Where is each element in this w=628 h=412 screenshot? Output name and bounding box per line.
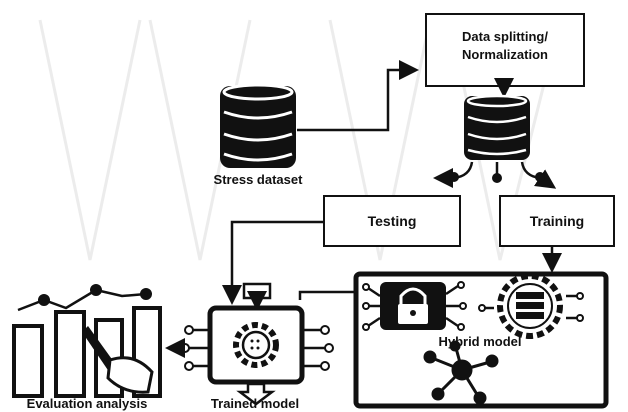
evaluation-bar-chart-pen-icon — [12, 284, 162, 398]
evaluation-analysis-label: Evaluation analysis — [26, 396, 148, 411]
split-database-icon — [464, 94, 530, 160]
trained-model-label: Trained model — [210, 396, 300, 411]
hybrid-server-gear-icon — [478, 273, 584, 339]
hybrid-model-label: Hybrid model — [438, 334, 522, 349]
split-dot-right — [535, 172, 545, 182]
data-splitting-box — [425, 13, 585, 87]
data-splitting-label-line2: Normalization — [462, 47, 548, 62]
stress-dataset-label: Stress dataset — [213, 172, 303, 187]
data-splitting-label-line1: Data splitting/ — [462, 29, 548, 44]
hybrid-lock-icon — [362, 281, 467, 331]
training-label: Training — [529, 213, 585, 229]
split-dot-center — [492, 173, 502, 183]
split-dot-left — [449, 172, 459, 182]
hybrid-network-icon — [423, 340, 499, 405]
arrow-testing-to-trained — [222, 220, 324, 305]
testing-label: Testing — [367, 213, 417, 229]
trained-model-gear-chip-icon — [180, 282, 334, 406]
training-box — [499, 195, 615, 247]
arrow-hybrid-to-trained — [298, 290, 356, 300]
dataset-database-icon — [220, 83, 296, 168]
arrow-dataset-to-split — [297, 60, 419, 132]
data-splitting-label: Data splitting/ Normalization — [426, 28, 584, 64]
